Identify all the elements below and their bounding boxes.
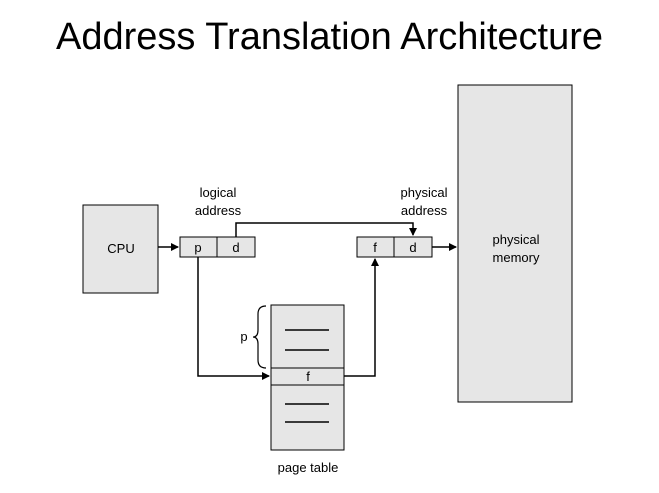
physical-f-field: f [373, 240, 377, 255]
page-index-label: p [240, 329, 247, 344]
physical-d-field: d [409, 240, 416, 255]
page-table-label: page table [278, 460, 339, 475]
page-index-brace [252, 305, 267, 369]
logical-address-label-2: address [195, 203, 242, 218]
physical-address-label-1: physical [401, 185, 448, 200]
physical-memory-label-2: memory [493, 250, 540, 265]
offset-arrow [235, 222, 417, 237]
page-title: Address Translation Architecture [55, 16, 604, 58]
logical-address-label-1: logical [200, 185, 237, 200]
physical-address-label-2: address [401, 203, 448, 218]
cpu-label: CPU [107, 241, 134, 256]
physical-memory-box [457, 84, 573, 403]
cpu-box [82, 204, 159, 294]
logical-p-field: p [194, 240, 201, 255]
physical-memory-label-1: physical [493, 232, 540, 247]
frame-number-arrow [344, 258, 379, 377]
logical-d-field: d [232, 240, 239, 255]
page-number-arrow [197, 257, 270, 380]
page-table-entry-f: f [306, 369, 310, 384]
